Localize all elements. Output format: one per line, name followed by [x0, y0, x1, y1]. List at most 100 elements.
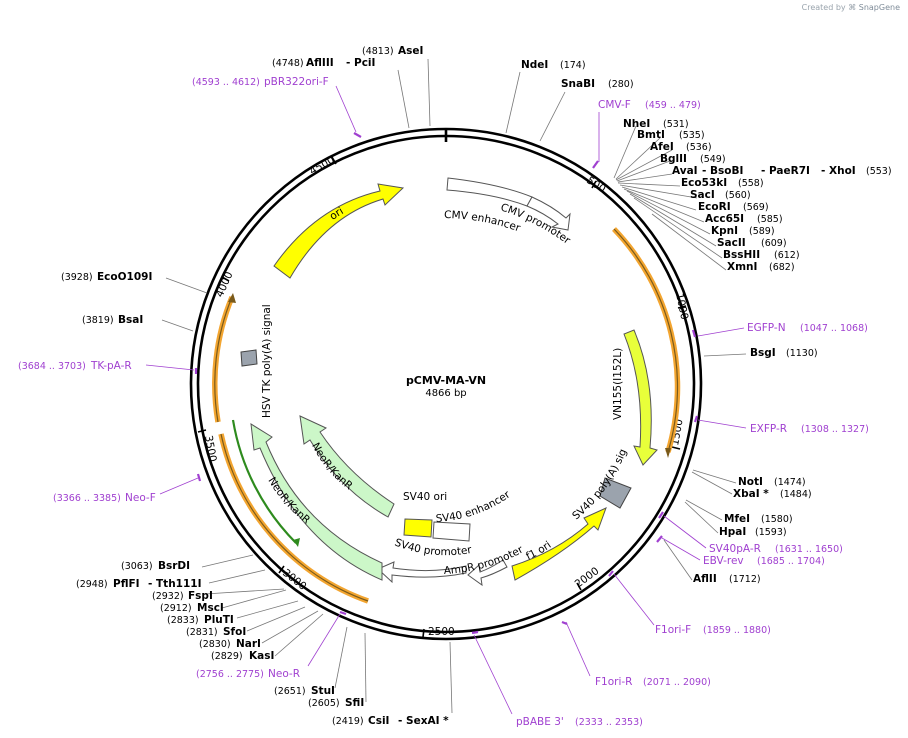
primer-pos-f1ori-r: (2071 .. 2090)	[643, 677, 711, 688]
enzyme-pos-ecoo109i: (3928)	[61, 272, 93, 283]
enzyme-pos-bsrdi: (3063)	[121, 561, 153, 572]
neor-outer-arrow	[250, 423, 383, 581]
enzyme-pos-xhoi: (553)	[866, 166, 892, 177]
enzyme-pos-snabi: (280)	[608, 79, 634, 90]
enzyme-pos-ecori: (569)	[743, 202, 769, 213]
enzyme-xmni: XmnI	[727, 261, 757, 273]
enzyme-aflii: AflII	[693, 573, 717, 585]
primer-f1ori-f: F1ori-F	[655, 624, 691, 636]
primer-pos-egfp-n: (1047 .. 1068)	[800, 323, 868, 334]
enzyme-pos-sfii: (2605)	[308, 698, 340, 709]
enzyme-pflfi: PflFI	[113, 578, 140, 590]
svg-text:NeoR/KanR: NeoR/KanR	[265, 475, 312, 526]
primer-ebv-rev: EBV-rev	[703, 555, 744, 567]
primer-exfp-r: EXFP-R	[750, 423, 787, 435]
primer-pos-neo-f: (3366 .. 3385)	[53, 493, 121, 504]
enzyme-avai: AvaI	[672, 165, 698, 177]
enzyme-kasi: KasI	[249, 650, 274, 662]
tick-label-2500: 2500	[428, 626, 455, 638]
primer-pos-tk-pa-r: (3684 .. 3703)	[18, 361, 86, 372]
primer-pos-sv40pa-r: (1631 .. 1650)	[775, 544, 843, 555]
enzyme-pos-asei: (4813)	[362, 46, 394, 57]
enzyme-bsobi: - BsoBI	[702, 165, 743, 177]
primer-egfp-n: EGFP-N	[747, 322, 786, 334]
enzyme-msci: MscI	[197, 602, 224, 614]
neor-inner-arrow	[299, 415, 395, 518]
enzyme-pos-fspi: (2932)	[152, 591, 184, 602]
enzyme-stui: StuI	[311, 685, 335, 697]
orf-band-3	[212, 295, 235, 423]
enzyme-pos-pluti: (2833)	[167, 615, 199, 626]
tick-label-1000: 1000	[673, 292, 690, 321]
primer-pbr322ori-f: pBR322ori-F	[264, 76, 329, 88]
f1-ori-arrow	[511, 507, 607, 581]
primer-pos-exfp-r: (1308 .. 1327)	[801, 424, 869, 435]
vn155-label: VN155(I152L)	[612, 348, 624, 420]
enzyme-pos-sfoi: (2831)	[186, 627, 218, 638]
enzyme-eco53ki: Eco53kI	[681, 177, 727, 189]
plasmid-size: 4866 bp	[425, 388, 466, 399]
primer-pos-ebv-rev: (1685 .. 1704)	[757, 556, 825, 567]
enzyme-nari: NarI	[236, 638, 261, 650]
enzyme-bglii: BglII	[660, 153, 687, 165]
enzyme-noti: NotI	[738, 476, 763, 488]
enzyme-afliii: AflIII	[306, 57, 334, 69]
enzyme-pos-acc65i: (585)	[757, 214, 783, 225]
enzyme-pos-xbai: (1484)	[780, 489, 812, 500]
enzyme-hpai: HpaI	[719, 526, 746, 538]
enzyme-pos-hpai: (1593)	[755, 527, 787, 538]
snapgene-logo-icon: ⌘	[848, 3, 857, 12]
enzyme-pos-nari: (2830)	[199, 639, 231, 650]
sv40-polya-box	[599, 477, 632, 509]
enzyme-pos-aflii: (1712)	[729, 574, 761, 585]
hsv-tk-label: HSV TK poly(A) signal	[261, 304, 273, 418]
hsv-tk-polya-box	[240, 349, 258, 367]
primer-tk-pa-r: TK-pA-R	[90, 360, 132, 372]
primer-pos-pbabe-3: (2333 .. 2353)	[575, 717, 643, 728]
enzyme-xhoi: - XhoI	[821, 165, 856, 177]
enzyme-pos-ndei: (174)	[560, 60, 586, 71]
enzyme-acc65i: Acc65I	[705, 213, 744, 225]
sv40-enhancer-box	[432, 521, 471, 542]
enzyme-bsrdi: BsrDI	[158, 560, 190, 572]
enzyme-pluti: PluTI	[204, 614, 234, 626]
enzyme-pos-saci: (560)	[725, 190, 751, 201]
enzyme-snabi: SnaBI	[561, 78, 595, 90]
enzyme-pos-mfei: (1580)	[761, 514, 793, 525]
enzyme-tth111i: - Tth111I	[148, 578, 202, 590]
enzyme-pos-bmti: (535)	[679, 130, 705, 141]
enzyme-asei: AseI	[398, 45, 423, 57]
sv40-promoter-arrow	[377, 561, 467, 584]
enzyme-kpni: KpnI	[711, 225, 738, 237]
enzyme-pos-stui: (2651)	[274, 686, 306, 697]
primer-cmv-f: CMV-F	[598, 99, 631, 111]
enzyme-nhei: NheI	[623, 118, 650, 130]
enzyme-csii: CsiI	[368, 715, 389, 727]
cmv-promoter-arrow	[526, 196, 571, 231]
enzyme-bsai: BsaI	[118, 314, 143, 326]
enzyme-pos-sacii: (609)	[761, 238, 787, 249]
enzyme-pos-afei: (536)	[686, 142, 712, 153]
neo-orf-line	[231, 419, 297, 544]
primer-neo-f: Neo-F	[125, 492, 156, 504]
enzyme-pos-afliii: (4748)	[272, 58, 304, 69]
enzyme-paer7i: - PaeR7I	[761, 165, 810, 177]
enzyme-pcii: - PciI	[346, 57, 375, 69]
ori-arrow	[273, 183, 405, 279]
enzyme-pos-xmni: (682)	[769, 262, 795, 273]
enzyme-pos-csii: (2419)	[332, 716, 364, 727]
tick-label-3500: 3500	[202, 434, 218, 462]
enzyme-sfii: SfiI	[345, 697, 364, 709]
sv40-ori-label: SV40 ori	[403, 491, 447, 503]
enzyme-fspi: FspI	[188, 590, 213, 602]
plasmid-name: pCMV-MA-VN	[406, 374, 486, 387]
enzyme-pos-bglii: (549)	[700, 154, 726, 165]
primer-f1ori-r: F1ori-R	[595, 676, 632, 688]
primer-pos-f1ori-f: (1859 .. 1880)	[703, 625, 771, 636]
enzyme-pos-bsai: (3819)	[82, 315, 114, 326]
enzyme-pos-pflfi: (2948)	[76, 579, 108, 590]
vn155-arrow	[623, 329, 658, 466]
primer-pbabe-3: pBABE 3'	[516, 716, 564, 728]
enzyme-sexai: - SexAI *	[398, 715, 449, 727]
